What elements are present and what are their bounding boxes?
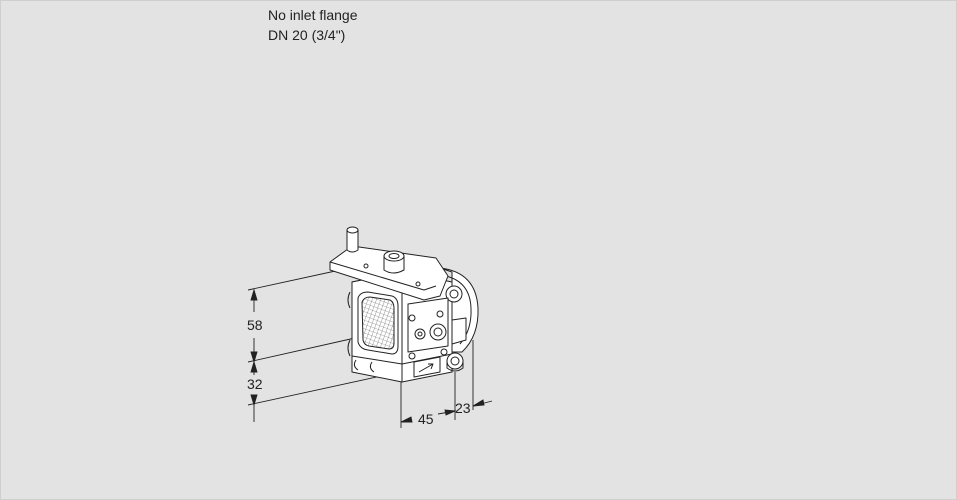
- side-block: [451, 317, 467, 345]
- test-nipple: [346, 229, 359, 253]
- caption-flange: No inlet flange: [268, 7, 358, 23]
- plate-hole: [415, 281, 421, 287]
- base-ribs: [353, 359, 375, 373]
- connector-bottom: [446, 352, 464, 370]
- arrow-32-top: [250, 360, 258, 373]
- screw: [440, 348, 448, 356]
- caption-size: DN 20 (3/4"): [268, 27, 346, 43]
- rear-housing: [439, 267, 479, 353]
- connector-top: [445, 285, 463, 303]
- screw: [436, 310, 444, 318]
- test-nipple-top: [346, 226, 359, 234]
- dim-label-32: 32: [247, 376, 263, 392]
- front-plug: [414, 328, 426, 340]
- screw: [408, 314, 416, 322]
- dimension-vertical: [247, 269, 396, 422]
- dim-label-23: 23: [455, 400, 471, 416]
- dim-label-58: 58: [247, 317, 263, 333]
- top-plate-edge: [329, 261, 437, 291]
- arrow-23: [472, 399, 485, 407]
- extension-line-bottom: [247, 372, 396, 406]
- arrow-45-right: [444, 409, 457, 416]
- extension-line-middle: [247, 337, 356, 363]
- plate-hole: [363, 263, 369, 269]
- top-plate: [329, 245, 449, 301]
- valve-assembly: [329, 226, 479, 383]
- arrow-32-bottom: [250, 394, 258, 407]
- extension-line-top: [247, 269, 341, 291]
- arrow-58-bottom: [250, 351, 258, 364]
- flow-arrow-icon: [418, 363, 434, 373]
- center-knob-top: [383, 250, 405, 262]
- screw: [408, 352, 416, 360]
- front-port: [429, 323, 447, 341]
- filter-mesh: [361, 296, 395, 350]
- left-ribs: [347, 291, 351, 357]
- arrow-45-left: [400, 416, 413, 423]
- dim-label-45: 45: [418, 411, 434, 427]
- arrow-58-top: [250, 288, 258, 301]
